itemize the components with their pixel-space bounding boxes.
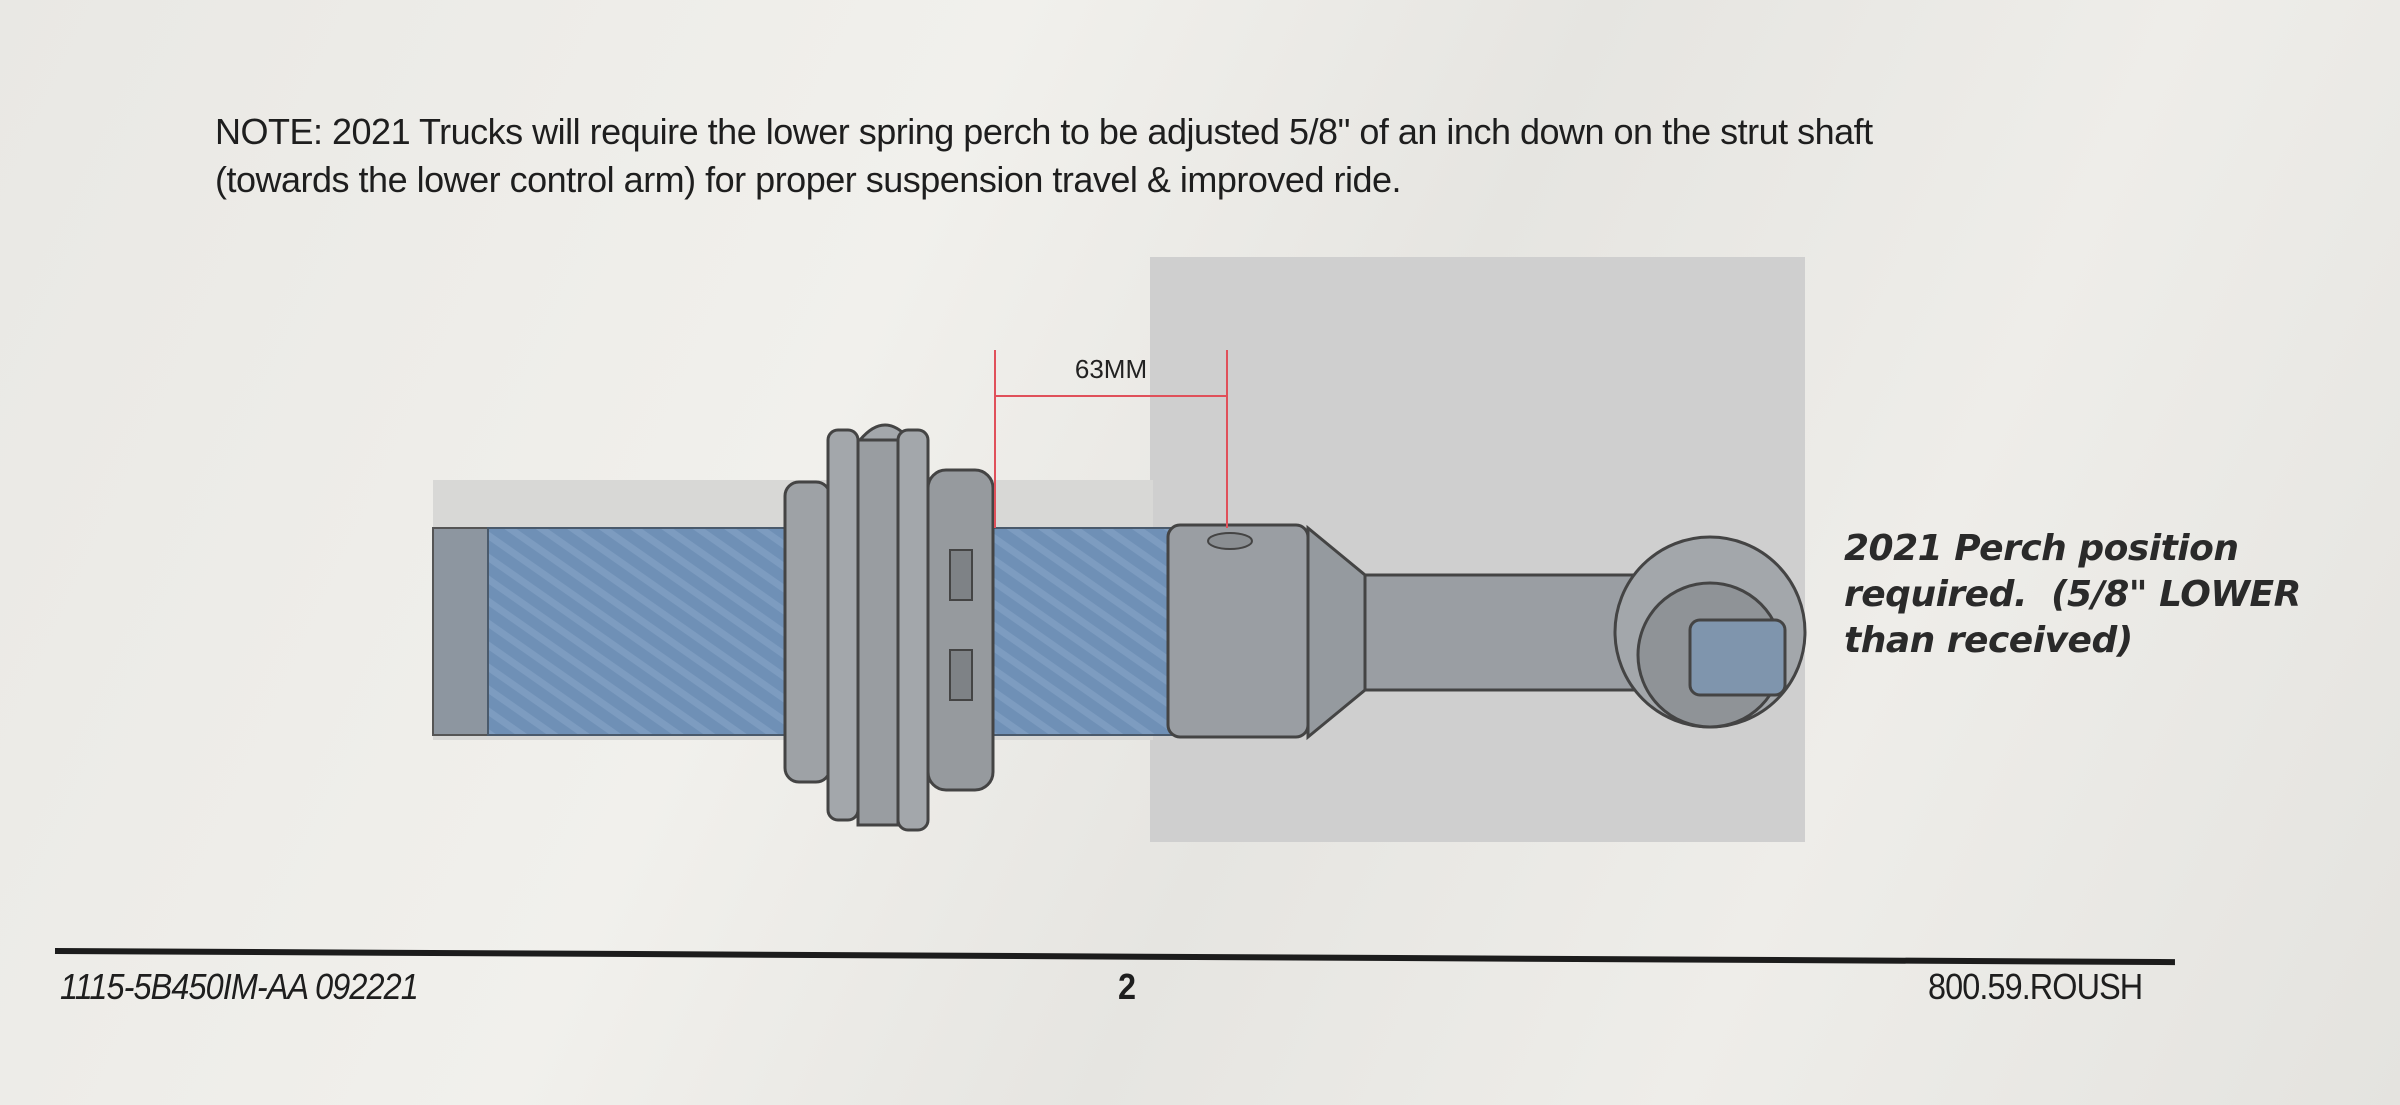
- perch-position-callout: 2021 Perch position required. (5/8" LOWE…: [1844, 526, 2301, 664]
- callout-line-1: 2021 Perch position: [1844, 528, 2239, 569]
- page-number: 2: [1118, 966, 1136, 1007]
- document-number: 1115-5B450IM-AA 092221: [60, 966, 419, 1007]
- callout-line-2: required. (5/8" LOWER: [1844, 574, 2301, 615]
- shaft-end: [432, 527, 489, 736]
- strut-body: [1166, 523, 1807, 741]
- installation-note: NOTE: 2021 Trucks will require the lower…: [215, 108, 2165, 204]
- spring-perch: [783, 423, 995, 832]
- note-line-2: (towards the lower control arm) for prop…: [215, 159, 1402, 200]
- callout-line-3: than received): [1844, 620, 2133, 661]
- dimension-label: 63MM: [1075, 354, 1147, 384]
- phone-number: 800.59.ROUSH: [1928, 966, 2143, 1007]
- dimension-63mm: 63MM: [994, 350, 1228, 528]
- note-line-1: NOTE: 2021 Trucks will require the lower…: [215, 111, 1873, 152]
